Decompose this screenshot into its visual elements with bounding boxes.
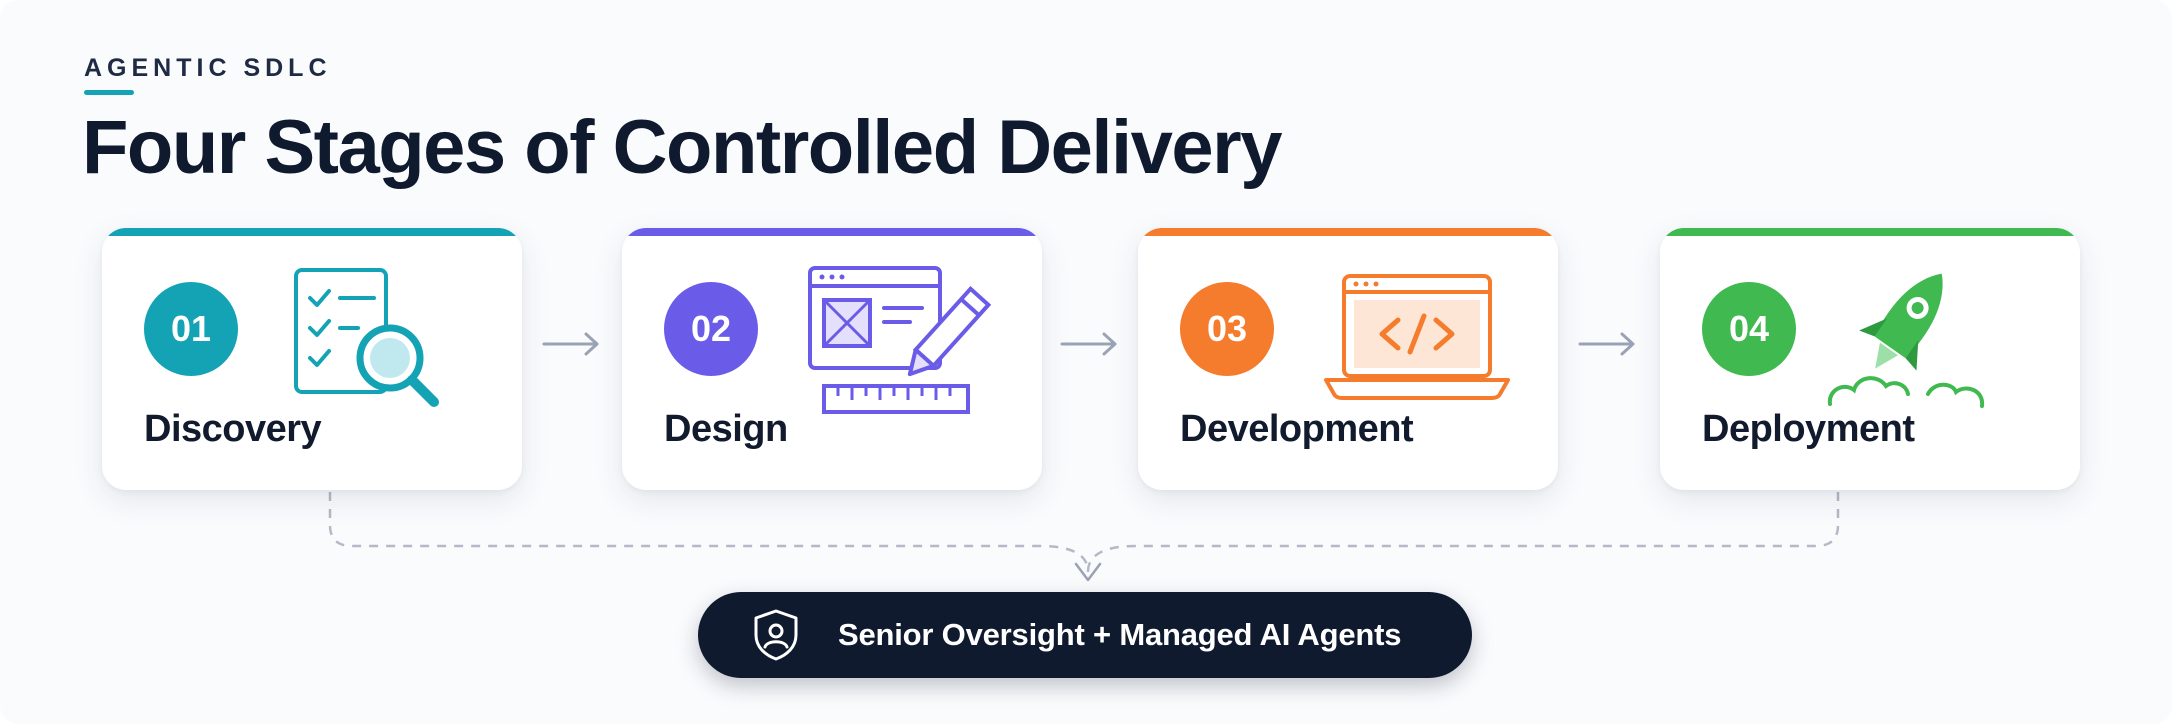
stage-card-discovery: 01 Discovery xyxy=(102,228,522,490)
checklist-magnifier-icon xyxy=(294,268,439,407)
arrow-right-icon xyxy=(1578,332,1635,356)
stage-number-badge: 02 xyxy=(664,282,758,376)
card-accent-bar xyxy=(1660,228,2080,236)
oversight-label: Senior Oversight + Managed AI Agents xyxy=(838,617,1402,652)
stage-number-badge: 03 xyxy=(1180,282,1274,376)
rocket-launch-icon xyxy=(1827,273,1985,408)
page-title: Four Stages of Controlled Delivery xyxy=(82,105,1283,190)
arrow-right-icon xyxy=(542,332,599,356)
laptop-code-icon xyxy=(1324,274,1510,400)
eyebrow-underline xyxy=(84,90,134,95)
wireframe-pencil-ruler-icon xyxy=(808,266,992,414)
shield-user-icon xyxy=(754,609,798,661)
stage-label: Development xyxy=(1180,408,1414,450)
eyebrow-label: AGENTIC SDLC xyxy=(84,54,332,82)
arrow-right-icon xyxy=(1060,332,1117,356)
card-accent-bar xyxy=(1138,228,1558,236)
stage-number-badge: 01 xyxy=(144,282,238,376)
stage-label: Deployment xyxy=(1702,408,1915,450)
stage-card-development: 03 Development xyxy=(1138,228,1558,490)
stage-label: Design xyxy=(664,408,788,450)
stage-card-deployment: 04 Deployment xyxy=(1660,228,2080,490)
stage-label: Discovery xyxy=(144,408,322,450)
stage-card-design: 02 Design xyxy=(622,228,1042,490)
stage-number-badge: 04 xyxy=(1702,282,1796,376)
card-accent-bar xyxy=(622,228,1042,236)
oversight-pill: Senior Oversight + Managed AI Agents xyxy=(698,592,1472,678)
card-accent-bar xyxy=(102,228,522,236)
